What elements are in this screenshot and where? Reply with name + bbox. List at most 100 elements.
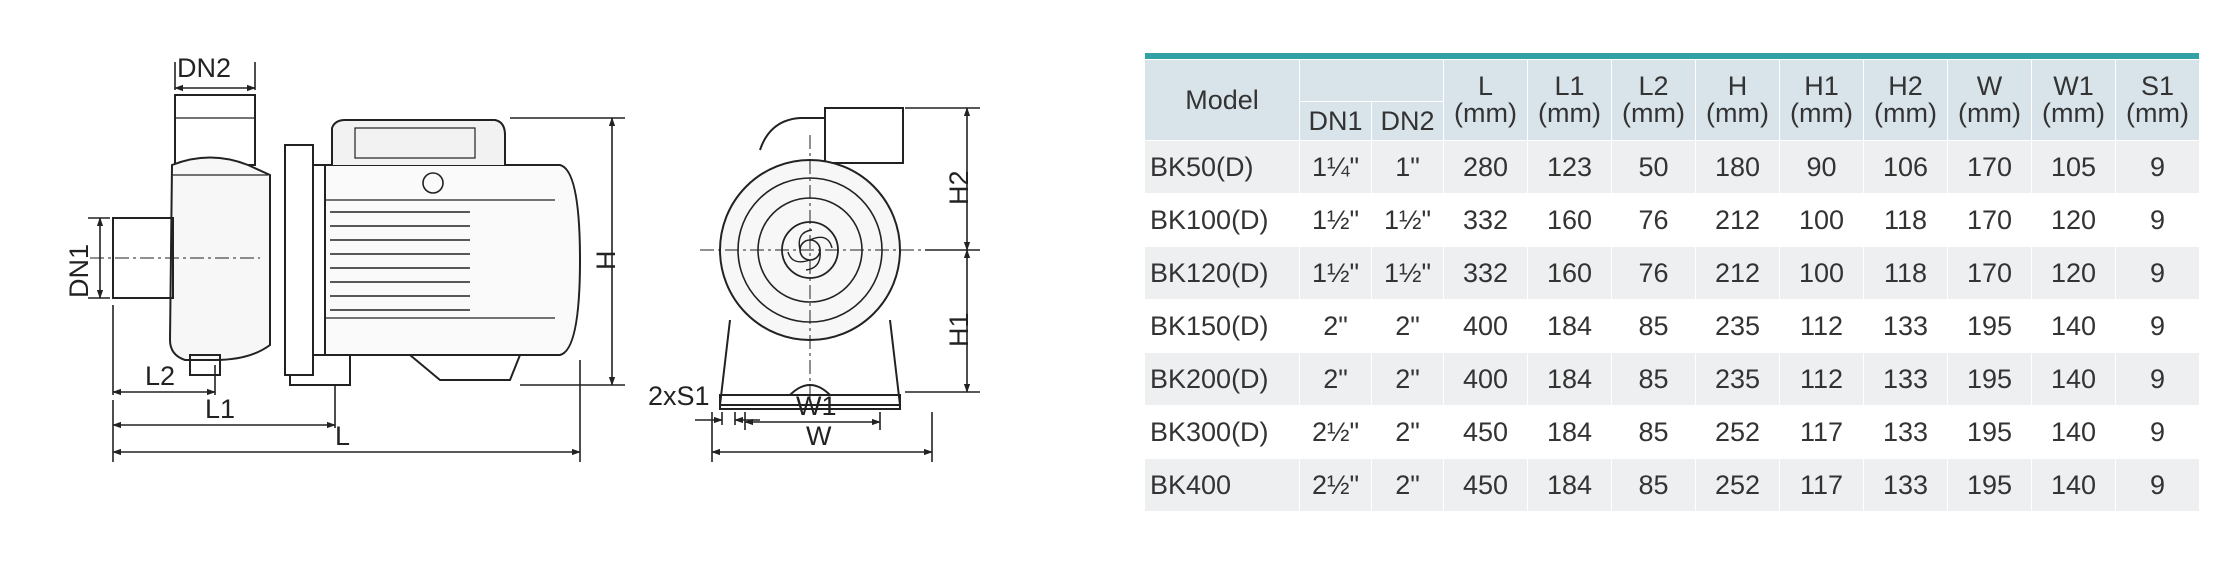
front-discharge-nozzle <box>824 107 904 164</box>
table-cell: 195 <box>1947 299 2032 353</box>
label-2xs1: 2xS1 <box>648 381 710 411</box>
table-cell: 85 <box>1611 405 1696 459</box>
model-cell: BK50(D) <box>1144 140 1300 194</box>
table-cell: 133 <box>1863 405 1948 459</box>
table-cell: 100 <box>1779 193 1864 247</box>
table-cell: 160 <box>1527 193 1612 247</box>
label-l2: L2 <box>145 361 175 391</box>
table-cell: 450 <box>1443 405 1528 459</box>
table-cell: 112 <box>1779 352 1864 406</box>
table-cell: 1½" <box>1371 246 1444 300</box>
dimension-spec-table: Model L(mm) L1(mm) L2(mm) H(mm) H1(mm) H… <box>1144 52 2200 512</box>
header-model: Model <box>1144 59 1300 141</box>
table-cell: 170 <box>1947 193 2032 247</box>
model-cell: BK150(D) <box>1144 299 1300 353</box>
table-cell: 140 <box>2031 405 2116 459</box>
table-cell: 195 <box>1947 405 2032 459</box>
table-cell: 170 <box>1947 140 2032 194</box>
label-w: W <box>806 421 832 451</box>
pump-dimension-drawing: DN2 DN1 L2 L1 L H <box>64 53 980 462</box>
label-h2: H2 <box>944 170 974 205</box>
pump-side-view <box>90 94 582 386</box>
table-cell: 120 <box>2031 246 2116 300</box>
header-dim: W1(mm) <box>2031 59 2116 141</box>
model-cell: BK200(D) <box>1144 352 1300 406</box>
table-cell: 9 <box>2115 193 2200 247</box>
table-cell: 9 <box>2115 299 2200 353</box>
table-cell: 235 <box>1695 352 1780 406</box>
header-dim: L1(mm) <box>1527 59 1612 141</box>
table-cell: 105 <box>2031 140 2116 194</box>
table-cell: 85 <box>1611 352 1696 406</box>
table-cell: 2½" <box>1299 458 1372 512</box>
table-cell: 76 <box>1611 246 1696 300</box>
table-cell: 184 <box>1527 458 1612 512</box>
table-cell: 252 <box>1695 405 1780 459</box>
label-l1: L1 <box>205 394 235 424</box>
table-cell: 133 <box>1863 458 1948 512</box>
table-header-row: Model L(mm) L1(mm) L2(mm) H(mm) H1(mm) H… <box>1144 59 2200 141</box>
table-cell: 9 <box>2115 352 2200 406</box>
table-cell: 85 <box>1611 458 1696 512</box>
table-cell: 212 <box>1695 246 1780 300</box>
table-cell: 117 <box>1779 405 1864 459</box>
table-cell: 85 <box>1611 299 1696 353</box>
motor-foot <box>289 355 351 386</box>
table-cell: 332 <box>1443 246 1528 300</box>
bracket-flange <box>284 144 314 376</box>
table-cell: 2" <box>1371 299 1444 353</box>
table-cell: 184 <box>1527 352 1612 406</box>
model-cell: BK300(D) <box>1144 405 1300 459</box>
motor-fins <box>330 211 470 311</box>
table-cell: 400 <box>1443 299 1528 353</box>
header-dn-group <box>1299 59 1444 102</box>
table-cell: 184 <box>1527 405 1612 459</box>
table-cell: 133 <box>1863 352 1948 406</box>
table-cell: 184 <box>1527 299 1612 353</box>
table-cell: 2" <box>1371 352 1444 406</box>
front-base <box>718 319 902 406</box>
table-cell: 2½" <box>1299 405 1372 459</box>
header-dn1: DN1 <box>1299 101 1372 141</box>
header-dim: H(mm) <box>1695 59 1780 141</box>
table-cell: 212 <box>1695 193 1780 247</box>
table-cell: 9 <box>2115 405 2200 459</box>
motor-body <box>324 164 582 356</box>
table-cell: 123 <box>1527 140 1612 194</box>
table-cell: 140 <box>2031 299 2116 353</box>
table-cell: 2" <box>1371 458 1444 512</box>
table-cell: 1½" <box>1299 246 1372 300</box>
table-cell: 100 <box>1779 246 1864 300</box>
table-cell: 2" <box>1371 405 1444 459</box>
table-accent-rule <box>1144 52 2200 60</box>
terminal-box <box>331 119 506 165</box>
table-cell: 2" <box>1299 299 1372 353</box>
table-cell: 76 <box>1611 193 1696 247</box>
table-cell: 118 <box>1863 193 1948 247</box>
side-view-dimension-lines <box>88 62 625 462</box>
table-cell: 160 <box>1527 246 1612 300</box>
discharge-nozzle <box>174 94 256 166</box>
header-dim: L2(mm) <box>1611 59 1696 141</box>
table-cell: 106 <box>1863 140 1948 194</box>
label-dn2: DN2 <box>177 53 231 83</box>
front-view-dimension-lines <box>695 107 980 462</box>
pump-casing <box>168 156 271 361</box>
table-cell: 9 <box>2115 246 2200 300</box>
table-cell: 170 <box>1947 246 2032 300</box>
table-cell: 332 <box>1443 193 1528 247</box>
table-cell: 120 <box>2031 193 2116 247</box>
table-cell: 280 <box>1443 140 1528 194</box>
header-dim: L(mm) <box>1443 59 1528 141</box>
table-cell: 2" <box>1299 352 1372 406</box>
header-dim: S1(mm) <box>2115 59 2200 141</box>
label-h: H <box>591 251 621 271</box>
table-cell: 400 <box>1443 352 1528 406</box>
